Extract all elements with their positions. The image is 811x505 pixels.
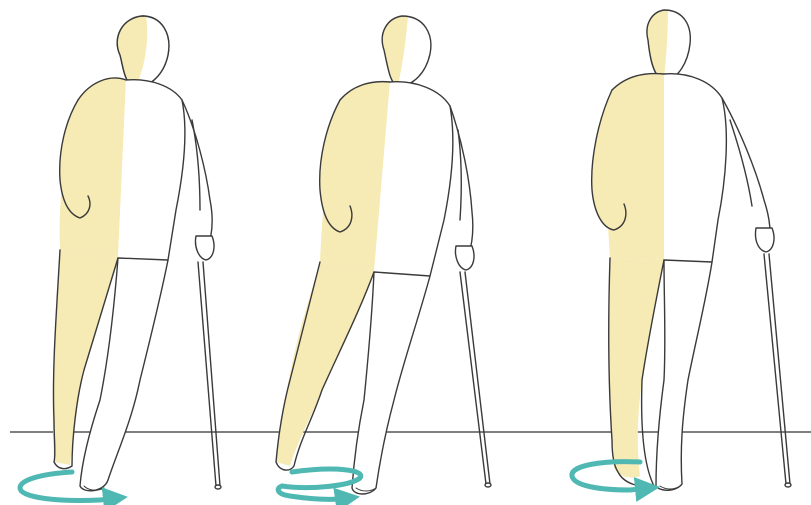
cane-icon (198, 262, 221, 489)
person-icon (276, 16, 474, 494)
figure-1 (20, 16, 221, 501)
person-icon (53, 16, 214, 491)
rotation-arrow-icon (278, 469, 361, 499)
figure-3 (572, 10, 791, 490)
figure-2 (276, 16, 491, 499)
person-icon (592, 10, 774, 490)
cane-icon (764, 254, 791, 487)
cane-icon (460, 272, 491, 487)
